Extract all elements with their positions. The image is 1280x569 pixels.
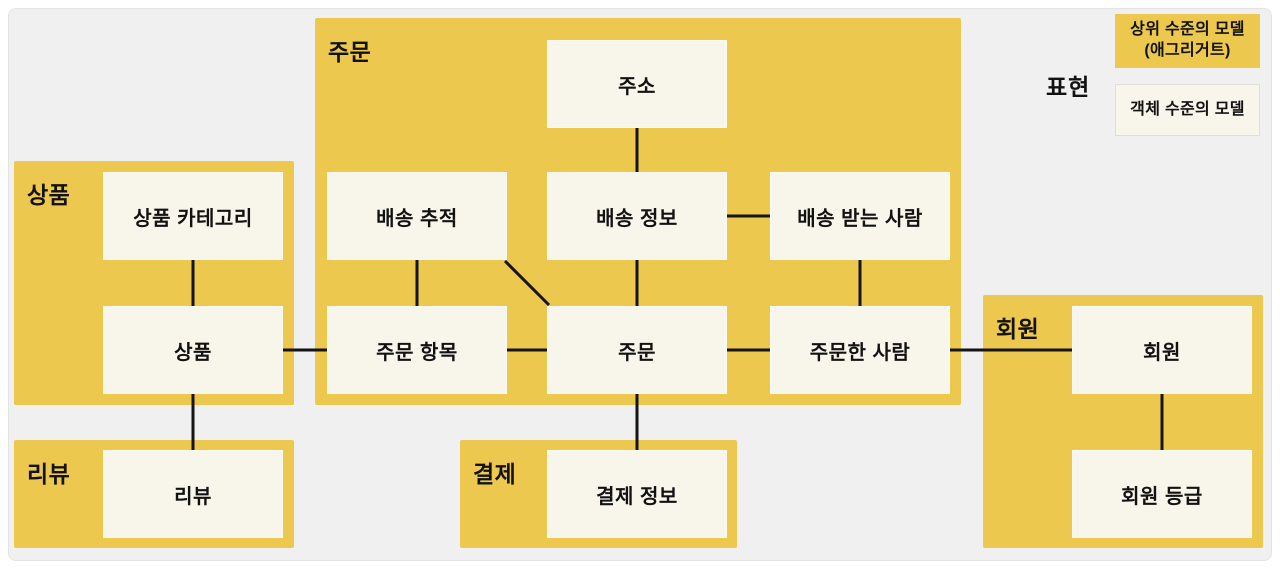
node-address: 주소 (547, 40, 727, 128)
node-product: 상품 (103, 306, 283, 394)
node-shipping-tracking: 배송 추적 (327, 172, 507, 260)
node-member-grade: 회원 등급 (1072, 450, 1252, 538)
legend-aggregate-swatch: 상위 수준의 모델 (애그리거트) (1115, 14, 1260, 68)
region-payment-label: 결제 (473, 461, 517, 487)
node-review: 리뷰 (103, 450, 283, 538)
node-order-item: 주문 항목 (327, 306, 507, 394)
node-payment-info-label: 결제 정보 (596, 485, 678, 508)
node-orderer-label: 주문한 사람 (809, 341, 911, 364)
region-product-label: 상품 (27, 182, 71, 208)
node-order-item-label: 주문 항목 (376, 341, 458, 364)
legend-object-label: 객체 수준의 모델 (1130, 100, 1245, 118)
node-shipping-recipient-label: 배송 받는 사람 (797, 207, 923, 230)
legend-object-swatch: 객체 수준의 모델 (1115, 84, 1260, 136)
node-product-category: 상품 카테고리 (103, 172, 283, 260)
node-shipping-recipient: 배송 받는 사람 (770, 172, 950, 260)
node-orderer: 주문한 사람 (770, 306, 950, 394)
node-product-category-label: 상품 카테고리 (133, 207, 253, 230)
legend-aggregate-label-line2: (애그리거트) (1144, 42, 1231, 59)
node-order-label: 주문 (618, 341, 656, 364)
node-shipping-tracking-label: 배송 추적 (376, 207, 458, 230)
node-payment-info: 결제 정보 (547, 450, 727, 538)
region-order-label: 주문 (328, 39, 372, 65)
legend-title: 표현 (1046, 74, 1091, 100)
region-member-label: 회원 (996, 316, 1040, 342)
node-review-label: 리뷰 (174, 485, 212, 508)
node-member-label: 회원 (1143, 341, 1181, 364)
node-order: 주문 (547, 306, 727, 394)
node-product-label: 상품 (174, 341, 212, 364)
node-member: 회원 (1072, 306, 1252, 394)
region-review-label: 리뷰 (27, 461, 71, 487)
legend-aggregate-label-line1: 상위 수준의 모델 (1130, 21, 1245, 39)
node-shipping-info-label: 배송 정보 (596, 207, 678, 230)
node-address-label: 주소 (618, 75, 656, 98)
node-shipping-info: 배송 정보 (547, 172, 727, 260)
node-member-grade-label: 회원 등급 (1121, 485, 1203, 508)
